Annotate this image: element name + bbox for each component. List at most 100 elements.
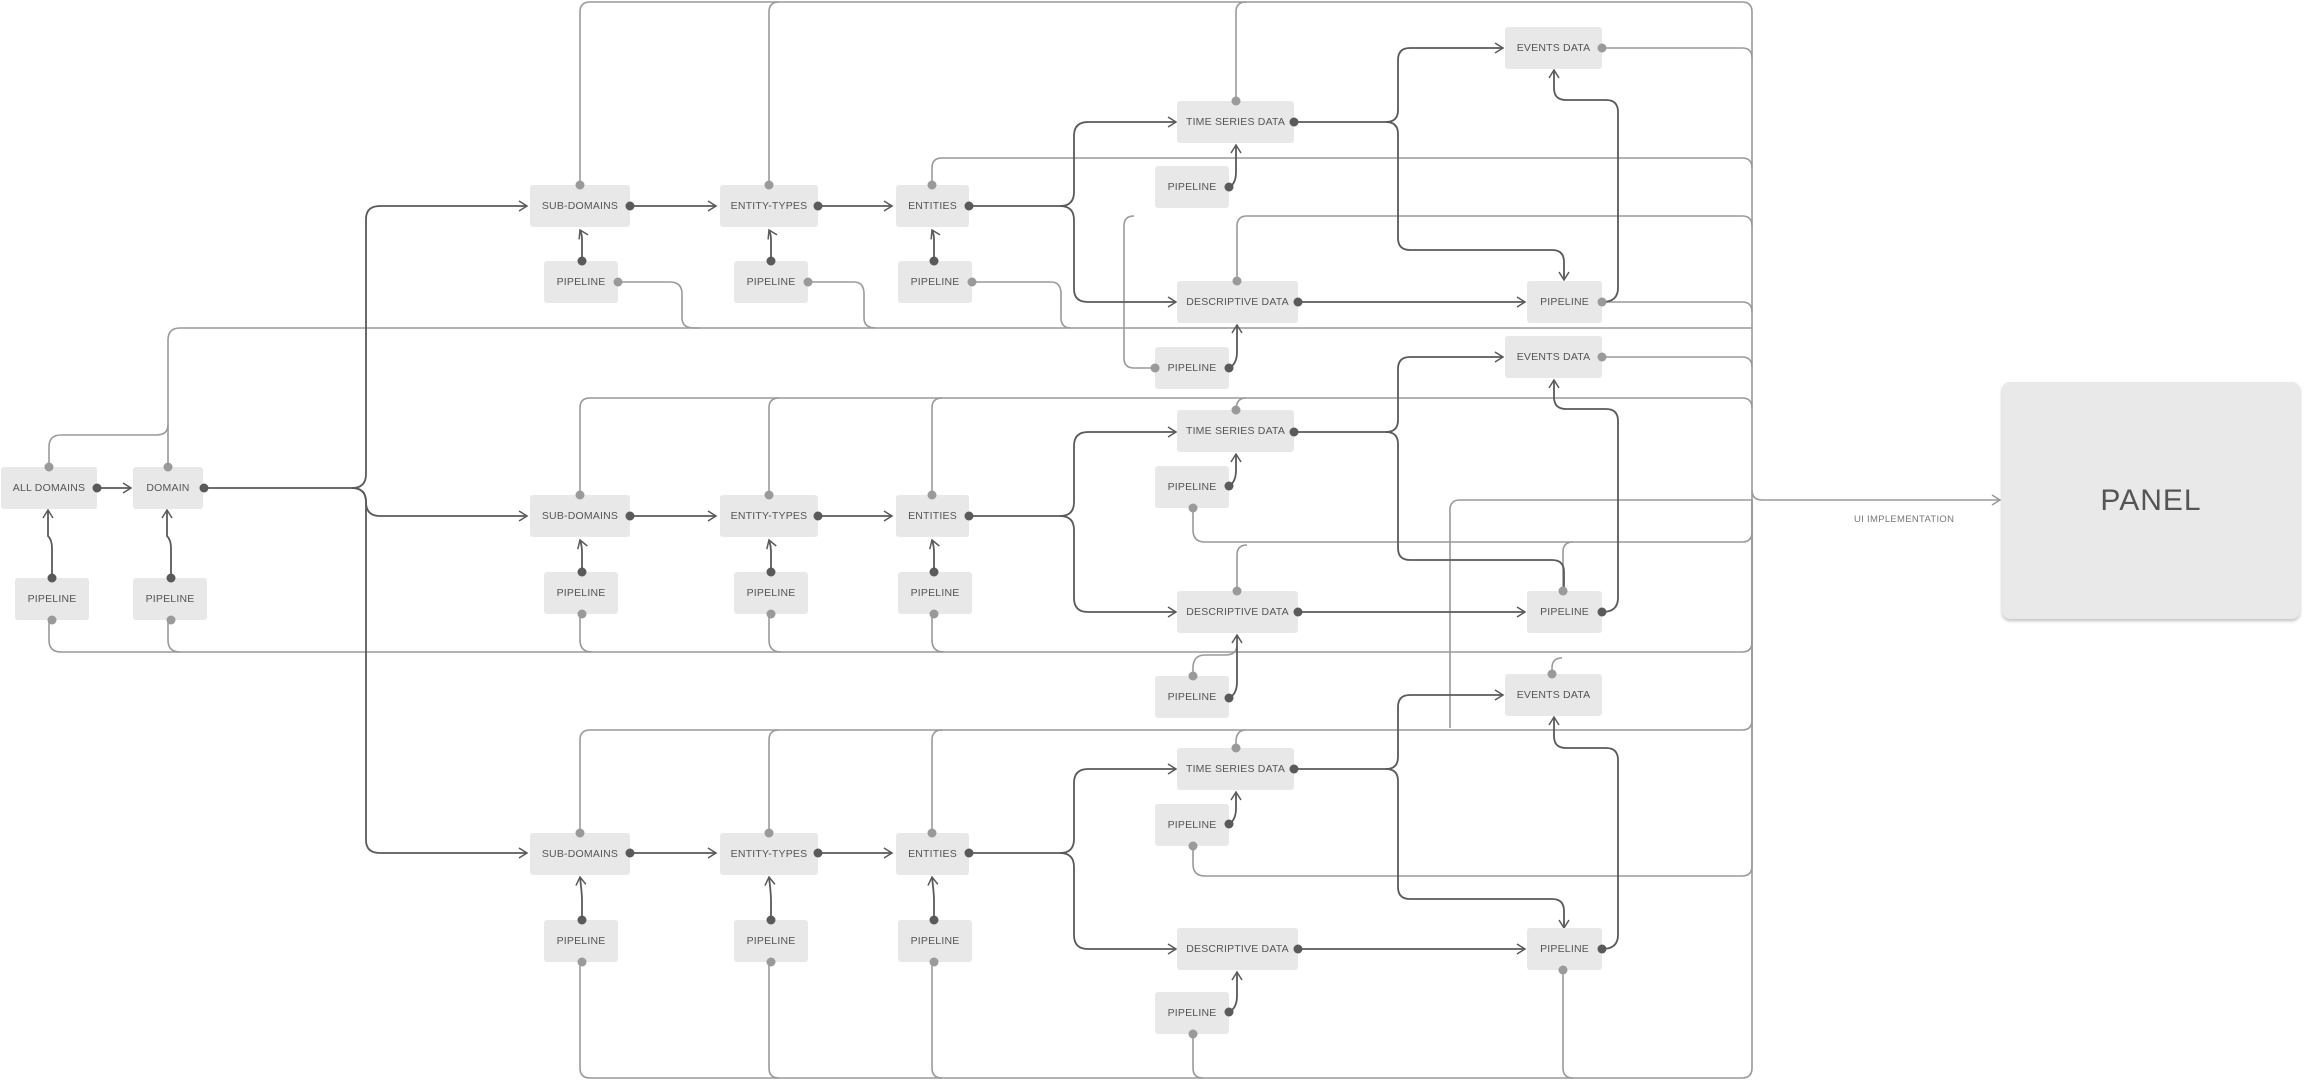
node-pipeline-right-3[interactable]: PIPELINE	[1527, 928, 1602, 970]
line-desc2-top	[1236, 544, 1248, 590]
node-label: PIPELINE	[1540, 606, 1589, 618]
node-entities-1[interactable]: ENTITIES	[896, 185, 969, 227]
dark-connector-lines	[42, 42, 1619, 1013]
node-label: TIME SERIES DATA	[1185, 763, 1286, 775]
node-events-data-1[interactable]: EVENTS DATA	[1505, 27, 1602, 69]
ui-implementation-label: UI IMPLEMENTATION	[1854, 514, 1955, 525]
node-pipeline-sub-domains-2[interactable]: PIPELINE	[544, 572, 618, 614]
line-pipe-et1-feed	[808, 281, 877, 329]
node-pipeline-descriptive-2[interactable]: PIPELINE	[1155, 676, 1229, 718]
node-label: DESCRIPTIVE DATA	[1186, 296, 1289, 308]
node-label: TIME SERIES DATA	[1185, 116, 1286, 128]
node-label: PIPELINE	[746, 587, 796, 599]
node-label: DESCRIPTIVE DATA	[1186, 943, 1289, 955]
node-pipeline-time-series-3[interactable]: PIPELINE	[1155, 804, 1229, 846]
node-pipeline-entity-types-1[interactable]: PIPELINE	[734, 261, 808, 303]
node-label: PIPELINE	[1167, 1007, 1217, 1019]
node-events-data-2[interactable]: EVENTS DATA	[1505, 336, 1602, 378]
arrow-domain-to-sub1	[204, 200, 529, 489]
arrow-ent1-to-tsd1	[969, 116, 1178, 207]
node-label: EVENTS DATA	[1516, 689, 1591, 701]
arrow-pipe-et1	[767, 228, 778, 260]
line-sub2-top	[579, 397, 1753, 495]
line-pipe-desc1-loop	[1123, 215, 1155, 369]
arrow-ent2-to-desc2	[1059, 515, 1178, 618]
node-descriptive-data-2[interactable]: DESCRIPTIVE DATA	[1177, 591, 1298, 633]
node-label: PIPELINE	[910, 276, 960, 288]
panel-box[interactable]: PANEL	[2002, 382, 2300, 619]
node-sub-domains-2[interactable]: SUB-DOMAINS	[530, 495, 630, 537]
node-label: PIPELINE	[910, 587, 960, 599]
line-entitytypes-top-bus	[768, 1, 780, 185]
node-entity-types-1[interactable]: ENTITY-TYPES	[720, 185, 818, 227]
node-pipeline-descriptive-3[interactable]: PIPELINE	[1155, 992, 1229, 1034]
arrow-pipe-et3	[764, 875, 776, 920]
node-pipeline-right-1[interactable]: PIPELINE	[1527, 281, 1602, 323]
node-label: PIPELINE	[1167, 819, 1217, 831]
arrow-tsd3-to-piper3	[1385, 768, 1570, 930]
node-label: PIPELINE	[1167, 691, 1217, 703]
line-desc1-bus	[1236, 215, 1753, 280]
panel-label: PANEL	[2100, 483, 2202, 517]
node-label: PIPELINE	[746, 935, 796, 947]
node-label: PIPELINE	[556, 935, 606, 947]
node-pipeline-domain[interactable]: PIPELINE	[133, 578, 207, 620]
line-pipe-ent2-bottom	[931, 614, 945, 653]
line-events3-top	[1551, 657, 1563, 676]
node-pipeline-sub-domains-1[interactable]: PIPELINE	[544, 261, 618, 303]
node-entities-2[interactable]: ENTITIES	[896, 495, 969, 537]
node-entity-types-3[interactable]: ENTITY-TYPES	[720, 833, 818, 875]
node-pipeline-entities-2[interactable]: PIPELINE	[898, 572, 972, 614]
arrow-pipe-ent2	[929, 538, 940, 572]
line-pipe-r3-bottom	[1562, 970, 1574, 1079]
line-alldomains-feed	[48, 424, 169, 467]
node-sub-domains-1[interactable]: SUB-DOMAINS	[530, 185, 630, 227]
line-entities-top-bus	[931, 157, 1753, 185]
node-pipeline-entity-types-2[interactable]: PIPELINE	[734, 572, 808, 614]
node-label: PIPELINE	[1167, 481, 1217, 493]
arrow-pipe-sub2	[577, 538, 588, 572]
node-pipeline-entities-3[interactable]: PIPELINE	[898, 920, 972, 962]
node-label: PIPELINE	[1540, 943, 1589, 955]
node-label: ALL DOMAINS	[12, 482, 86, 494]
node-entities-3[interactable]: ENTITIES	[896, 833, 969, 875]
node-label: SUB-DOMAINS	[541, 510, 619, 522]
line-pipe-et2-bottom	[768, 614, 782, 653]
node-pipeline-time-series-2[interactable]: PIPELINE	[1155, 466, 1229, 508]
arrow-ent2-to-tsd2	[969, 426, 1178, 517]
node-events-data-3[interactable]: EVENTS DATA	[1505, 674, 1602, 716]
arrow-ent1-to-desc1	[1059, 205, 1178, 308]
node-pipeline-entities-1[interactable]: PIPELINE	[898, 261, 972, 303]
node-label: ENTITY-TYPES	[730, 200, 808, 212]
node-label: TIME SERIES DATA	[1185, 425, 1286, 437]
node-time-series-data-3[interactable]: TIME SERIES DATA	[1177, 748, 1294, 790]
node-all-domains[interactable]: ALL DOMAINS	[1, 467, 97, 509]
node-pipeline-descriptive-1[interactable]: PIPELINE	[1155, 347, 1229, 389]
arrow-pipe-sub3	[575, 875, 587, 920]
arrow-ent3-to-tsd3	[969, 763, 1178, 854]
line-pipe-ent3-bottom	[931, 962, 943, 1079]
node-pipeline-entity-types-3[interactable]: PIPELINE	[734, 920, 808, 962]
node-pipeline-sub-domains-3[interactable]: PIPELINE	[544, 920, 618, 962]
node-label: DOMAIN	[146, 482, 190, 494]
node-time-series-data-2[interactable]: TIME SERIES DATA	[1177, 410, 1294, 452]
node-pipeline-all-domains[interactable]: PIPELINE	[15, 578, 89, 620]
node-time-series-data-1[interactable]: TIME SERIES DATA	[1177, 101, 1294, 143]
node-sub-domains-3[interactable]: SUB-DOMAINS	[530, 833, 630, 875]
arrow-tsd1-to-piper1	[1385, 121, 1570, 282]
node-pipeline-time-series-1[interactable]: PIPELINE	[1155, 166, 1229, 208]
arrow-pipe-domain	[161, 508, 173, 578]
node-descriptive-data-3[interactable]: DESCRIPTIVE DATA	[1177, 928, 1298, 970]
arrow-ent3-to-desc3	[1059, 852, 1178, 955]
line-pipe-desc3-bottom	[1192, 1034, 1204, 1079]
node-domain[interactable]: DOMAIN	[133, 467, 203, 509]
line-pipe-tsd2-bus	[1192, 508, 1753, 543]
node-label: DESCRIPTIVE DATA	[1186, 606, 1289, 618]
node-descriptive-data-1[interactable]: DESCRIPTIVE DATA	[1177, 281, 1298, 323]
arrow-piper2-to-events2	[1548, 378, 1619, 613]
node-label: PIPELINE	[145, 593, 195, 605]
line-output-to-panel	[1751, 489, 2002, 506]
node-pipeline-right-2[interactable]: PIPELINE	[1527, 591, 1602, 633]
line-ent2-top	[931, 397, 943, 495]
node-entity-types-2[interactable]: ENTITY-TYPES	[720, 495, 818, 537]
